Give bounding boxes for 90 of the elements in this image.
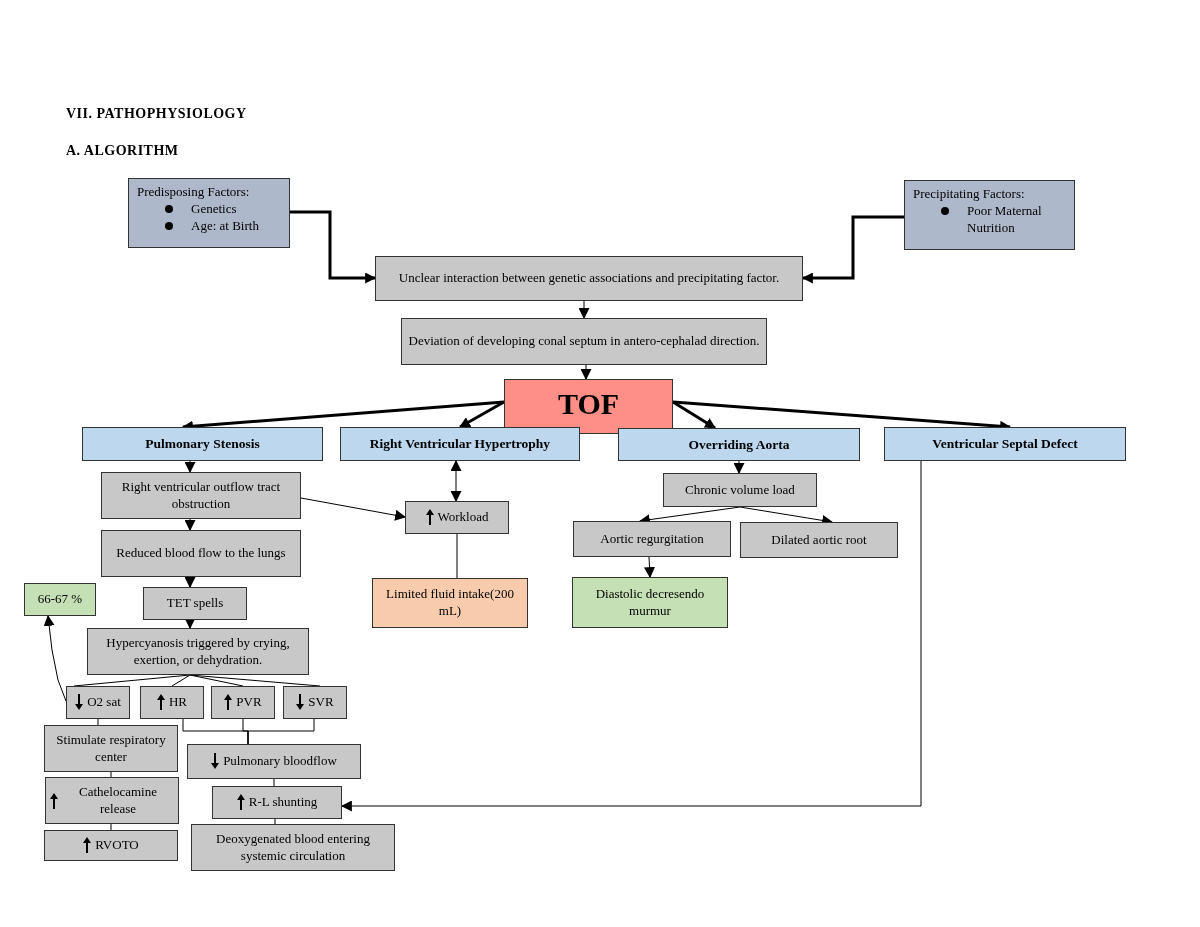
box-heading: Precipitating Factors: — [913, 186, 1025, 203]
node-label: R-L shunting — [248, 794, 318, 811]
node-label: Pulmonary Stenosis — [145, 435, 260, 453]
process-box — [211, 686, 275, 719]
node-label: Deoxygenated blood entering systemic circulation — [215, 830, 371, 865]
process-box — [372, 578, 528, 628]
subsection-heading: A. ALGORITHM — [66, 143, 179, 159]
node-label: Pulmonary bloodflow — [223, 753, 337, 770]
defect-box — [82, 427, 323, 461]
process-box — [101, 472, 301, 519]
defect-box — [618, 428, 860, 461]
arrow — [184, 576, 196, 589]
section-heading: VII. PATHOPHYSIOLOGY — [66, 106, 247, 122]
arrow — [184, 518, 196, 532]
process-box — [143, 587, 247, 620]
process-box — [375, 256, 803, 301]
arrow — [184, 460, 196, 474]
process-box — [66, 686, 130, 719]
list-item: Age: at Birth — [191, 217, 259, 235]
node-label: Limited fluid intake(200 mL) — [385, 586, 515, 620]
node-label: Diastolic decresendo murmur — [594, 585, 706, 620]
node-label: Ventricular Septal Defect — [932, 435, 1078, 453]
node-label: Stimulate respiratory center — [55, 731, 167, 766]
process-box — [101, 530, 301, 577]
factor-box — [128, 178, 290, 248]
process-box — [87, 628, 309, 675]
factor-box — [904, 180, 1075, 250]
process-box — [24, 583, 96, 616]
process-box — [401, 318, 767, 365]
process-box — [44, 725, 178, 772]
node-label: O2 sat — [87, 694, 121, 711]
node-label: RVOTO — [95, 837, 139, 854]
connector-line — [73, 674, 191, 687]
node-label: Cathelocamine release — [78, 783, 158, 818]
process-box — [191, 824, 395, 871]
arrow — [459, 400, 505, 429]
connector-line — [97, 718, 99, 726]
process-box — [44, 830, 178, 861]
node-label: Workload — [437, 509, 489, 526]
node-label: PVR — [236, 694, 262, 711]
arrow — [450, 459, 462, 503]
node-label: Dilated aortic root — [771, 531, 867, 549]
arrow — [290, 210, 377, 284]
process-box — [740, 522, 898, 558]
arrow — [580, 364, 592, 381]
connector-line — [273, 778, 275, 787]
node-label: Hypercyanosis triggered by crying, exertion, or dehydration. — [105, 634, 291, 669]
list-item: Poor Maternal Nutrition — [967, 202, 1043, 237]
process-box — [140, 686, 204, 719]
diagnosis-box — [504, 379, 673, 434]
node-label: Right ventricular outflow tract obstruction — [120, 478, 282, 513]
connector-line — [274, 818, 276, 825]
process-box — [405, 501, 509, 534]
node-label: Right Ventricular Hypertrophy — [369, 435, 551, 453]
arrow — [43, 614, 67, 702]
arrow — [300, 497, 407, 521]
connector-line — [456, 533, 458, 579]
node-label: Reduced blood flow to the lungs — [116, 545, 286, 562]
arrow — [340, 460, 922, 812]
arrow — [578, 300, 590, 320]
node-label: Unclear interaction between genetic associations and precipitating factor. — [398, 270, 780, 287]
node-label: TOF — [557, 386, 620, 422]
list-item: Genetics — [191, 200, 237, 218]
arrow — [733, 460, 745, 475]
arrow — [644, 556, 655, 579]
node-label: Aortic regurgitation — [600, 530, 704, 548]
box-heading: Predisposing Factors: — [137, 184, 250, 201]
node-label: HR — [168, 694, 188, 711]
node-label: Overriding Aorta — [688, 435, 790, 454]
connector-line — [110, 823, 112, 831]
node-label: Chronic volume load — [685, 481, 795, 499]
process-box — [573, 521, 731, 557]
arrow — [184, 618, 196, 630]
defect-box — [340, 427, 580, 461]
node-label: 66-67 % — [37, 591, 83, 608]
arrow — [801, 215, 904, 284]
node-label: SVR — [308, 694, 334, 711]
process-box — [187, 744, 361, 779]
connector-line — [110, 771, 112, 778]
process-box — [283, 686, 347, 719]
process-box — [212, 786, 342, 819]
connector-line — [247, 718, 315, 745]
process-box — [45, 777, 179, 824]
node-label: Deviation of developing conal septum in antero-cephalad direction. — [408, 333, 760, 350]
connector-line — [171, 674, 191, 687]
process-box — [572, 577, 728, 628]
node-label: TET spells — [166, 595, 224, 612]
defect-box — [884, 427, 1126, 461]
process-box — [663, 473, 817, 507]
connector-line — [189, 674, 321, 687]
